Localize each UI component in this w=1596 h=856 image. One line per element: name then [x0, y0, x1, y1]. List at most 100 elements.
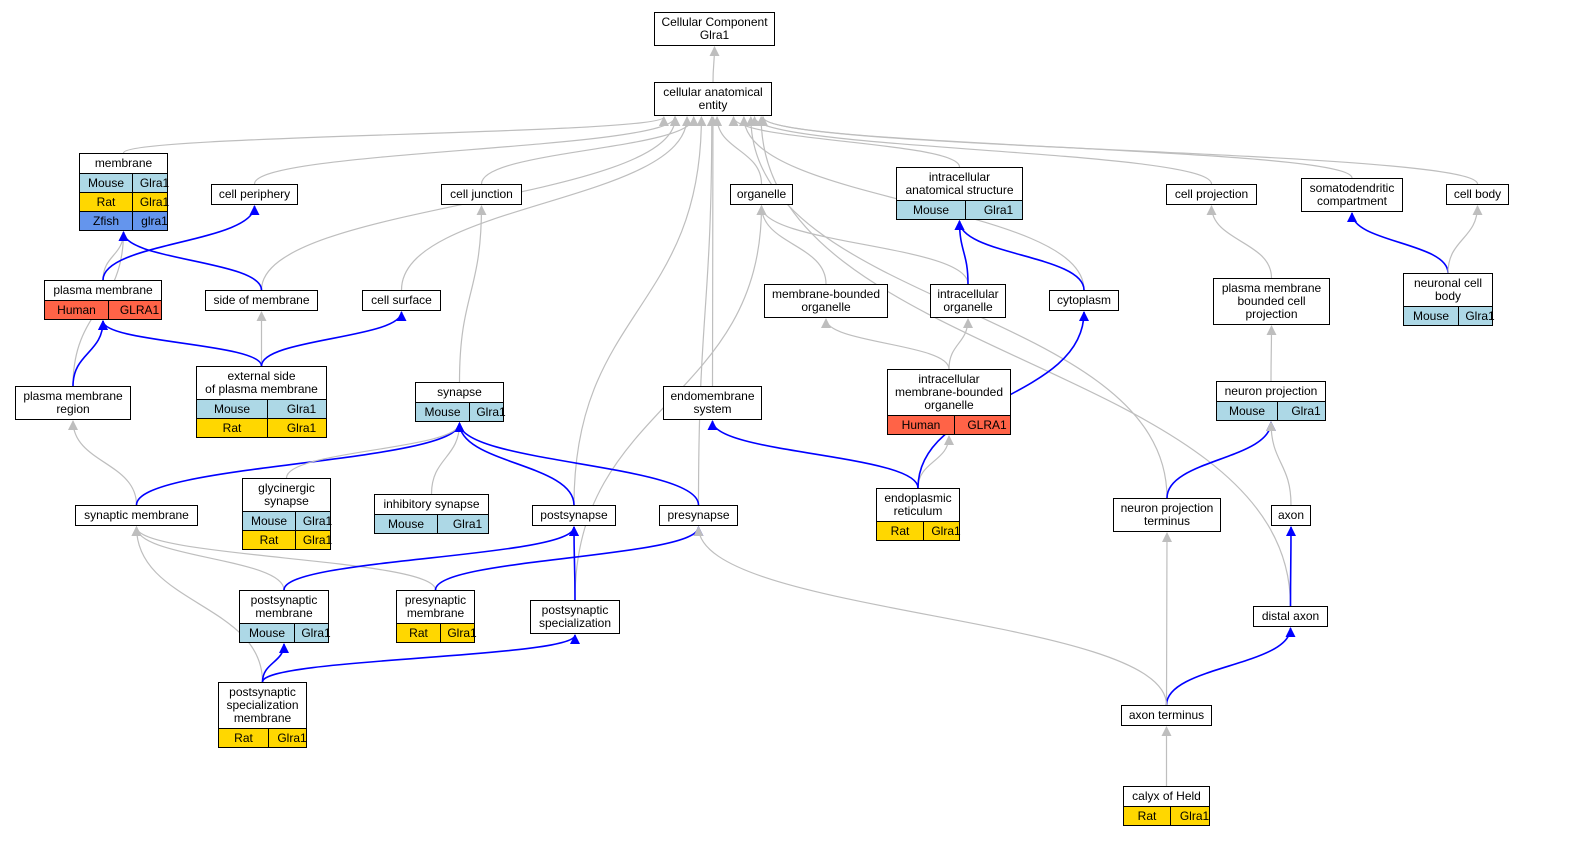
is-a-edge-cellbody-to-cae [758, 116, 1479, 185]
node-label: presynapse [667, 508, 730, 522]
part-of-edge-presyn-to-synapse [454, 422, 700, 506]
is-a-edge-axonterm-to-presyn [693, 526, 1168, 706]
node-cytoplasm[interactable]: cytoplasm [1049, 290, 1119, 311]
gene-cell: Glra1 [1170, 807, 1218, 825]
node-sidemem[interactable]: side of membrane [205, 290, 318, 311]
species-cell: Mouse [250, 514, 288, 528]
node-celljunc[interactable]: cell junction [441, 184, 522, 205]
node-label: synaptic membrane [84, 508, 189, 522]
part-of-edge-postsynspec-to-postsyn [569, 526, 580, 601]
part-of-edge-espm-to-pm [98, 320, 263, 367]
part-of-edge-postsyn-to-synapse [454, 422, 575, 506]
is-a-edge-celljunc-to-cae [480, 116, 699, 185]
gene-cell: Glra1 [132, 174, 176, 192]
gene-cell: glra1 [132, 212, 176, 230]
gene-cell: Glra1 [437, 515, 497, 533]
node-cellperiph[interactable]: cell periphery [211, 184, 298, 205]
is-a-edge-glysyn-to-synapse [285, 422, 465, 479]
part-of-edge-pmr-to-pm [72, 320, 108, 387]
node-label: axon terminus [1128, 708, 1205, 722]
is-a-edge-presyn-to-cae [697, 116, 717, 506]
node-label: cytoplasm [1056, 293, 1112, 307]
is-a-edge-imbo-to-io [948, 318, 973, 370]
node-io[interactable]: intracellular organelle [930, 284, 1006, 318]
is-a-edge-synmem-to-pmr [68, 420, 138, 506]
node-distaxon[interactable]: distal axon [1253, 606, 1328, 627]
node-label: cell surface [371, 293, 432, 307]
gene-cell: GLRA1 [954, 416, 1019, 434]
node-endomem[interactable]: endomembrane system [663, 386, 762, 420]
gene-cell: Glra1 [267, 419, 335, 437]
node-label: cell periphery [218, 187, 291, 201]
node-somato[interactable]: somatodendritic compartment [1301, 178, 1403, 212]
node-synmem[interactable]: synaptic membrane [75, 505, 198, 526]
species-cell: Human [901, 418, 941, 432]
node-presyn[interactable]: presynapse [659, 505, 738, 526]
node-imbo[interactable]: intracellular membrane-bounded organelle… [887, 369, 1011, 435]
node-label: plasma membrane bounded cell projection [1221, 281, 1322, 321]
node-mbo[interactable]: membrane-bounded organelle [764, 284, 888, 318]
is-a-edge-er-to-imbo [917, 435, 954, 489]
node-npt[interactable]: neuron projection terminus [1113, 498, 1221, 532]
part-of-edge-npt-to-neuproj [1166, 421, 1276, 499]
gene-cell: Glra1 [267, 400, 335, 418]
species-cell: Mouse [1228, 404, 1266, 418]
is-a-edge-cellsurf-to-cae [400, 116, 693, 291]
node-label: endoplasmic reticulum [884, 491, 952, 518]
node-label: external side of plasma membrane [205, 369, 318, 396]
node-label: endomembrane system [670, 389, 755, 416]
node-postsyn[interactable]: postsynapse [532, 505, 616, 526]
gene-cell: Glra1 [440, 624, 483, 642]
node-organelle[interactable]: organelle [730, 184, 793, 205]
node-cellsurf[interactable]: cell surface [362, 290, 441, 311]
node-pmr[interactable]: plasma membrane region [15, 386, 131, 420]
node-axon[interactable]: axon [1271, 505, 1311, 526]
node-postsynspec[interactable]: postsynaptic specialization [530, 600, 620, 634]
is-a-edge-cae-to-root [709, 46, 720, 83]
node-label: neuron projection [1224, 384, 1318, 398]
node-cae[interactable]: cellular anatomical entity [654, 82, 772, 116]
gene-cell: Glra1 [469, 403, 512, 421]
is-a-edge-ncb-to-cellbody [1447, 205, 1483, 274]
is-a-edge-mbo-to-organelle [756, 205, 827, 285]
is-a-edge-presynmem-to-synmem [131, 526, 437, 591]
is-a-edge-distaxon-to-cae [756, 116, 1292, 607]
node-cellbody[interactable]: cell body [1446, 184, 1509, 205]
node-cellproj[interactable]: cell projection [1166, 184, 1257, 205]
node-label: postsynapse [540, 508, 608, 522]
part-of-edge-synmem-to-synapse [135, 422, 465, 506]
species-cell: Rat [409, 626, 428, 640]
part-of-edge-presynmem-to-presyn [434, 526, 704, 591]
part-of-edge-axonterm-to-distaxon [1165, 627, 1296, 706]
node-pmbcp[interactable]: plasma membrane bounded cell projection [1213, 278, 1330, 325]
is-a-edge-postsyn-to-cae [573, 116, 707, 506]
species-cell: Mouse [387, 517, 425, 531]
node-axonterm[interactable]: axon terminus [1121, 705, 1212, 726]
node-label: intracellular membrane-bounded organelle [894, 372, 1004, 412]
species-cell: Mouse [87, 176, 125, 190]
node-label: distal axon [1261, 609, 1320, 623]
node-root[interactable]: Cellular Component Glra1 [654, 12, 775, 46]
